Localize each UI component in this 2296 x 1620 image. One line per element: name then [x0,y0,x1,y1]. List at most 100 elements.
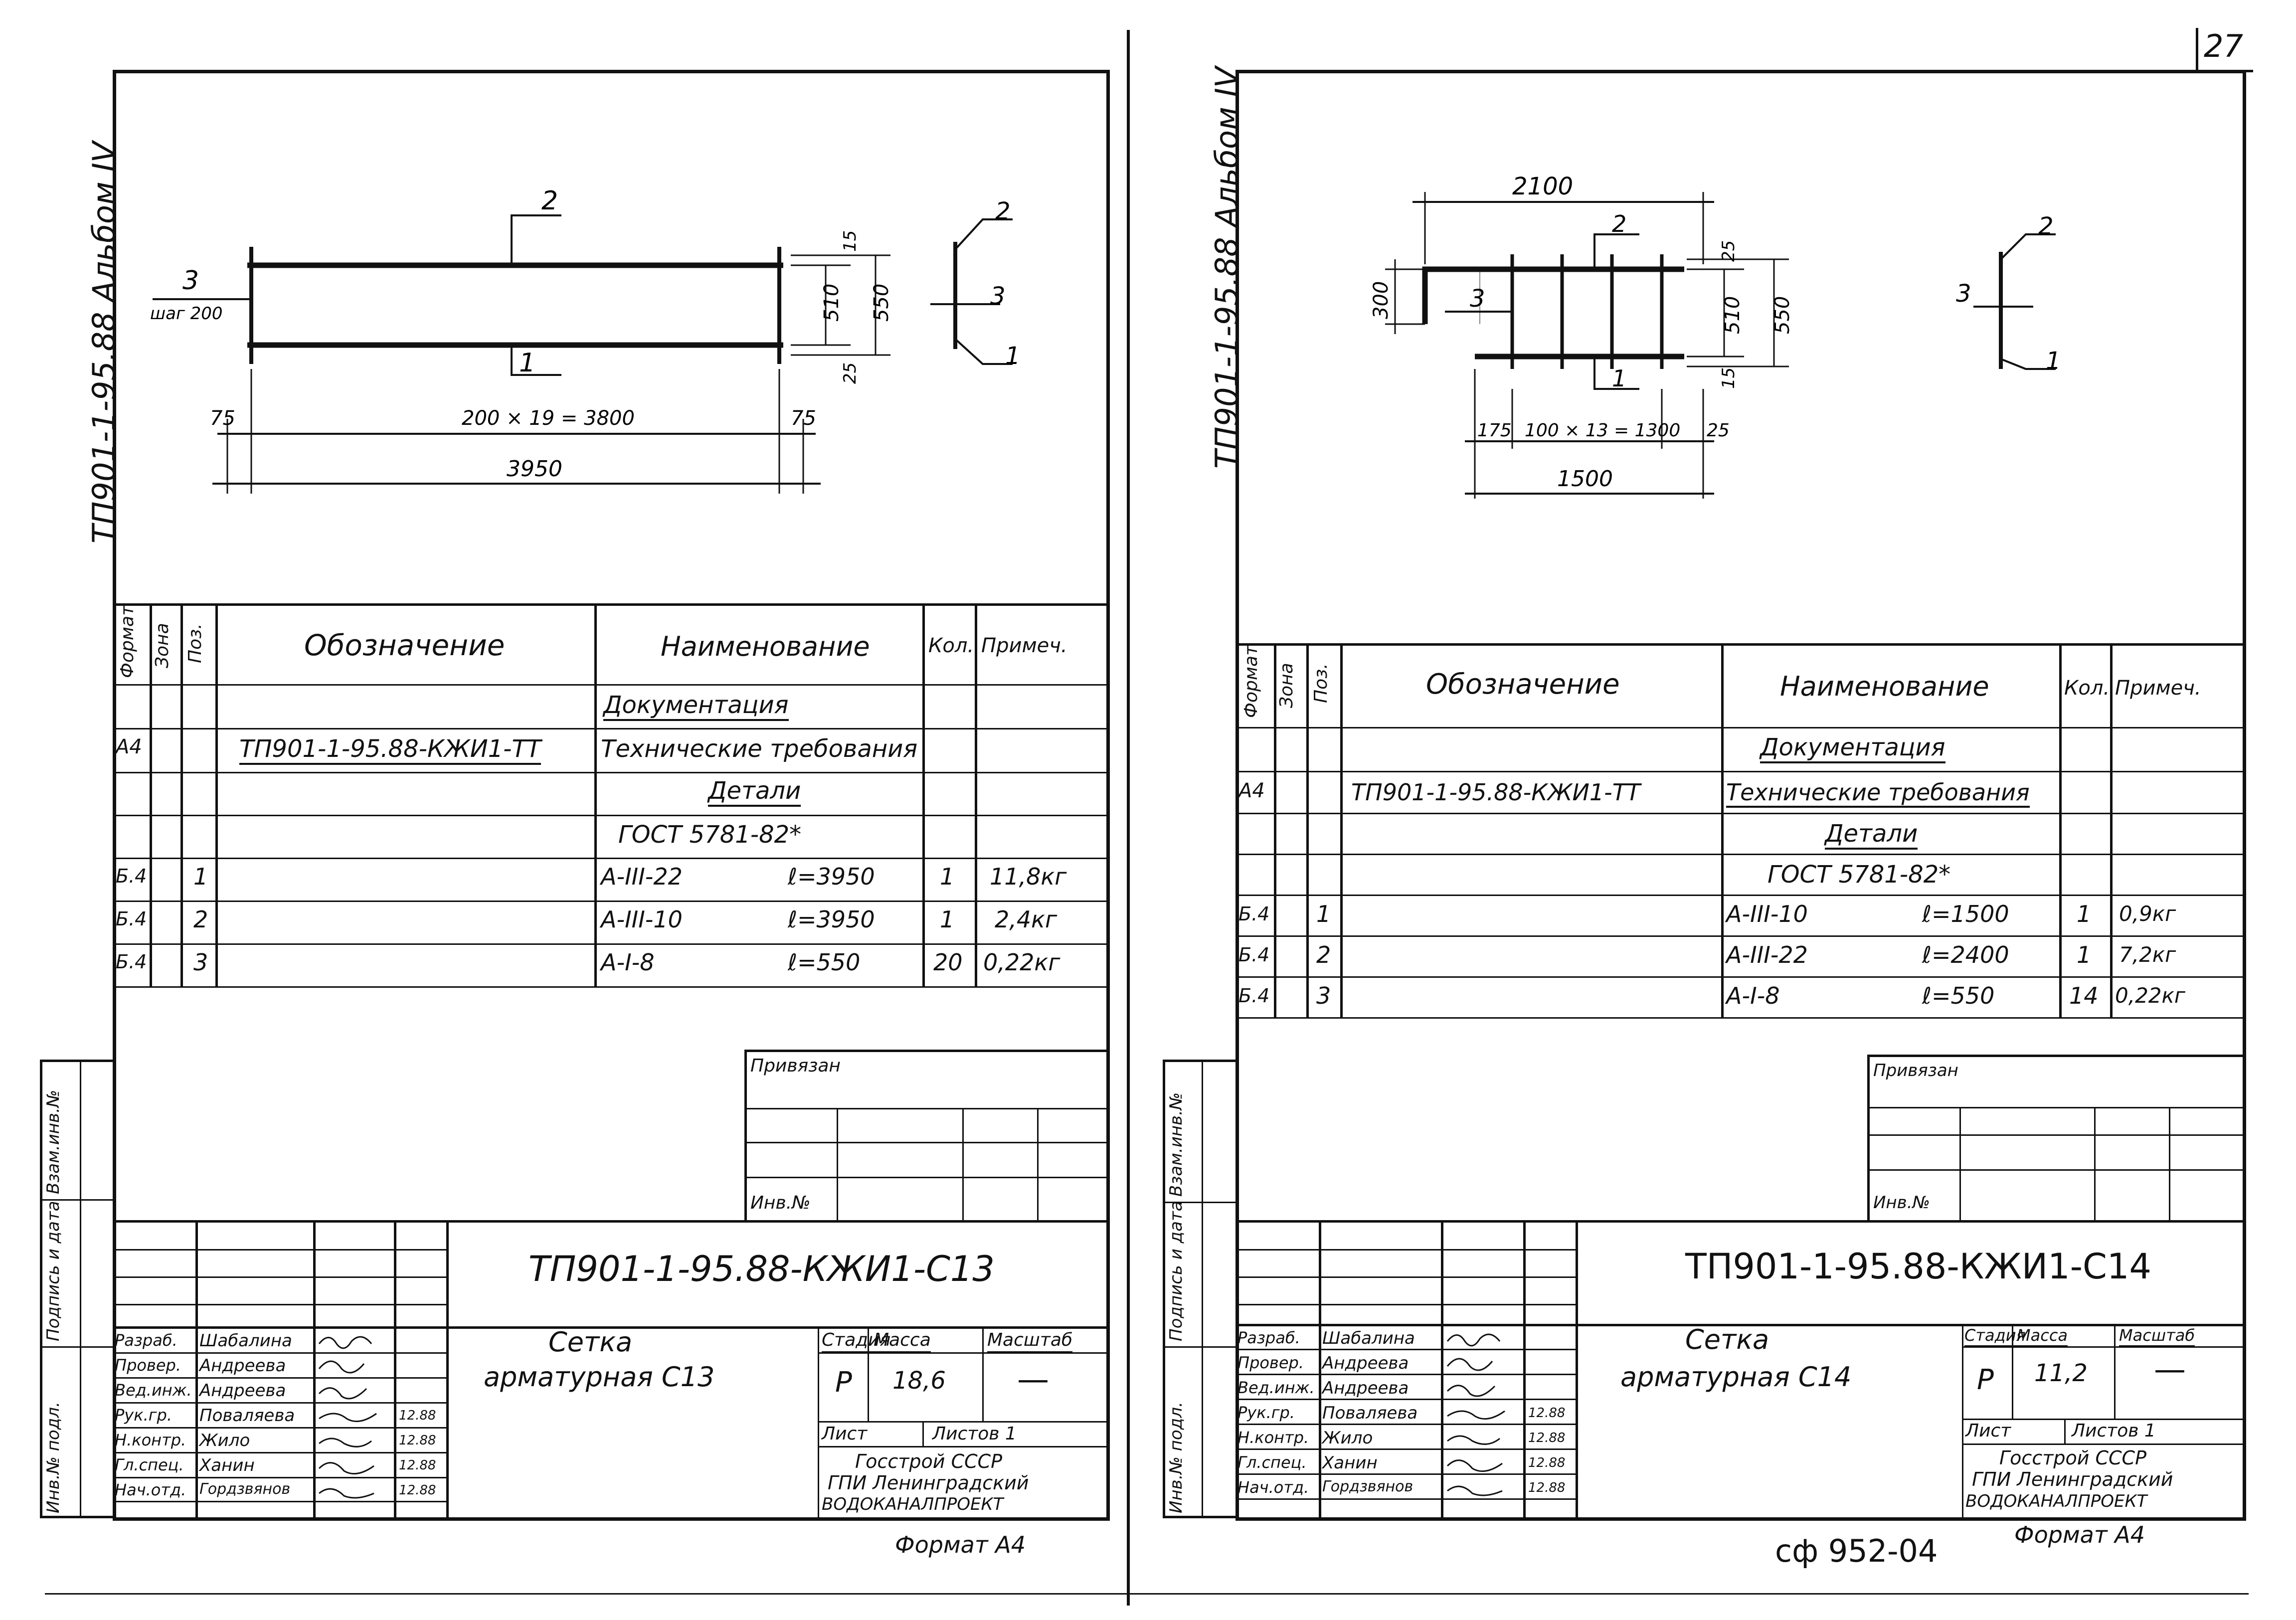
dim-300: 300 [1370,281,1393,319]
col-format: Формат [117,605,138,678]
stage-value: Р [1977,1364,1994,1396]
dim-25: 25 [1719,240,1739,262]
row2-name: А-III-22 [1726,941,1808,968]
row1-pos: 1 [1316,900,1331,927]
section-pos-1: 1 [2046,347,2061,375]
row1-name: А-III-22 [601,863,683,890]
row3-length: ℓ=550 [1922,982,1995,1009]
row3-format: Б.4 [1238,985,1270,1007]
row1-length: ℓ=3950 [788,863,875,890]
drawing-pos-3: 3 [182,266,199,296]
dim-550: 550 [1771,296,1794,334]
person-name: Шабалина [199,1331,292,1351]
drawing-pos-2: 2 [541,186,558,216]
mesh-drawing: 2 1 3 шаг 200 15 510 550 25 75 75 200 × … [150,186,1021,494]
person-role: Рук.гр. [115,1406,173,1425]
row1-pos: 1 [193,863,208,890]
org-line3: ВОДОКАНАЛПРОЕКТ [1965,1491,2147,1511]
center-fold-line [1127,30,1130,1606]
person-name: Андреева [1322,1378,1409,1398]
doc-code: ТП901-1-95.88-КЖИ1-С13 [529,1249,995,1289]
inv-no-label: Инв.№ [1873,1193,1930,1213]
binding-block [1867,1055,2246,1222]
scale-label: Масштаб [2119,1327,2195,1347]
spec-top-line [113,603,1110,606]
sheets-count: Листов 1 [2072,1421,2156,1441]
person-role: Н.контр. [1237,1428,1309,1447]
row2-format: Б.4 [116,908,147,930]
person-name: Жило [199,1431,250,1450]
row-tt-designation: ТП901-1-95.88-КЖИ1-ТТ [1351,779,1640,806]
row1-qty: 1 [940,863,955,890]
sheet-frame [1236,70,2246,1521]
person-role: Н.контр. [115,1431,186,1449]
format-note: Формат А4 [2014,1521,2145,1548]
person-name: Андреева [199,1381,286,1401]
person-date: 12.88 [399,1408,436,1423]
mass-label: Масса [2017,1327,2068,1347]
format-note: Формат А4 [895,1531,1026,1558]
dim-510: 510 [820,284,843,322]
row2-qty: 1 [940,906,955,933]
row3-format: Б.4 [116,951,147,973]
person-date: 12.88 [399,1483,436,1498]
row3-note: 0,22кг [983,949,1060,976]
dim-15: 15 [1719,367,1739,389]
margin-vzam: Взам.инв.№ [43,1089,63,1194]
row-tt-name: Технические требования [1726,781,2030,808]
scale-value: — [1017,1361,1049,1398]
row1-length: ℓ=1500 [1922,900,2009,927]
mass-value: 18,6 [892,1367,946,1395]
row2-pos: 2 [1316,941,1331,968]
row3-qty: 20 [933,949,963,976]
org-line2: ГПИ Ленинградский [1972,1468,2173,1490]
signature-scribbles [318,1336,377,1499]
sheet-label: Лист [1965,1421,2011,1441]
row2-name: А-III-10 [601,906,683,933]
row1-format: Б.4 [116,865,147,887]
person-date: 12.88 [399,1433,436,1448]
mass-value: 11,2 [2034,1359,2088,1387]
person-role: Гл.спец. [1237,1453,1307,1472]
drawing-pos-1: 1 [519,348,535,378]
sheet-frame [113,70,1110,1521]
person-name: Жило [1322,1428,1373,1448]
binding-label: Привязан [750,1056,841,1076]
row-tt-name: Технические требования [601,735,918,763]
person-role: Вед.инж. [1237,1378,1315,1397]
margin-sign-date: Подпись и дата [43,1201,63,1341]
scale-label: Масштаб [987,1331,1073,1353]
row3-pos: 3 [193,949,208,976]
dim-total: 1500 [1557,466,1613,492]
row-details: Детали [708,779,801,807]
person-role: Разраб. [1237,1328,1300,1347]
drawing-pos-1: 1 [1612,365,1626,392]
spec-top-line [1236,643,2246,646]
mesh-drawing: 2100 2 3 1 300 25 510 550 15 175 100 × 1… [1370,173,2061,499]
row2-qty: 1 [2077,941,2092,968]
dim-25: 25 [840,362,860,384]
row3-qty: 14 [2069,982,2099,1009]
dim-chain: 100 × 13 = 1300 [1525,420,1680,441]
section-pos-3: 3 [990,282,1006,310]
col-designation: Обозначение [1426,668,1620,701]
person-name: Андреева [1322,1353,1409,1373]
section-pos-1: 1 [1005,342,1021,370]
person-name: Ханин [1322,1453,1378,1473]
row3-name: А-I-8 [1726,982,1780,1009]
sheets-count: Листов 1 [932,1424,1017,1444]
stage-label: Стадия [822,1331,891,1353]
margin-inv-podl: Инв.№ подл. [1166,1402,1186,1513]
col-designation: Обозначение [304,628,505,662]
person-role: Провер. [115,1356,181,1375]
row1-note: 0,9кг [2119,901,2176,926]
person-role: Вед.инж. [115,1381,192,1400]
margin-strip [40,1060,113,1518]
col-name: Наименование [1780,671,1989,702]
row2-pos: 2 [193,906,208,933]
dim-2100: 2100 [1512,173,1573,200]
person-role: Рук.гр. [1237,1403,1295,1422]
scale-value: — [2154,1351,2186,1388]
margin-sign-date: Подпись и дата [1166,1201,1186,1341]
dim-175: 175 [1477,420,1512,441]
